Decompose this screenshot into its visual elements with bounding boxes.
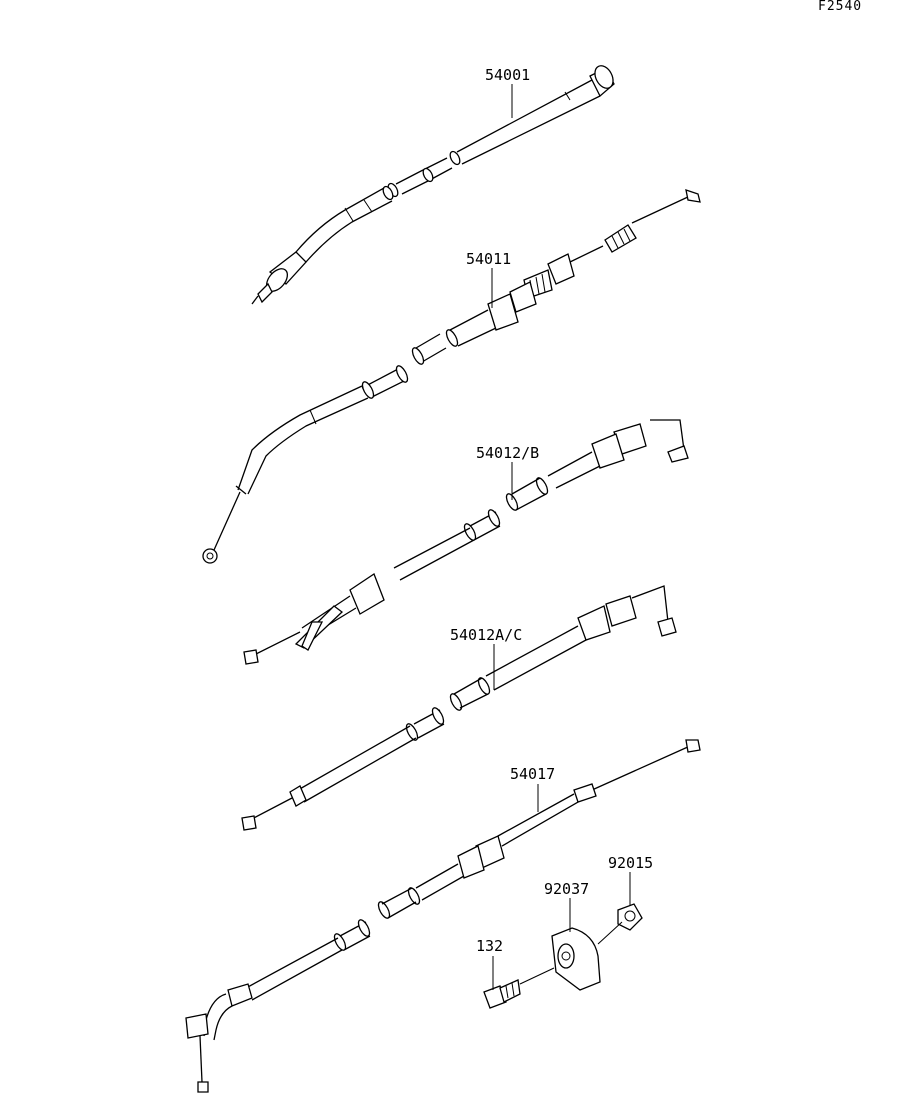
part-label-54017: 54017: [510, 765, 555, 783]
part-label-54011: 54011: [466, 250, 511, 268]
part-label-54001: 54001: [485, 66, 530, 84]
nut-92015: [617, 903, 643, 931]
cable-54017: [185, 739, 701, 1093]
part-label-92015: 92015: [608, 854, 653, 872]
cable-54012B: [243, 419, 689, 665]
bolt-132: [483, 979, 521, 1009]
part-label-54012AC: 54012A/C: [450, 626, 522, 644]
part-label-92037: 92037: [544, 880, 589, 898]
cable-54011: [202, 189, 701, 564]
cable-54012AC: [241, 585, 677, 831]
part-label-132: 132: [476, 937, 503, 955]
part-label-54012B: 54012/B: [476, 444, 539, 462]
cable-54001: [251, 65, 615, 305]
leader-lines: [491, 84, 631, 990]
figure-code: F2540: [818, 0, 862, 14]
clamp-92037: [551, 927, 601, 991]
